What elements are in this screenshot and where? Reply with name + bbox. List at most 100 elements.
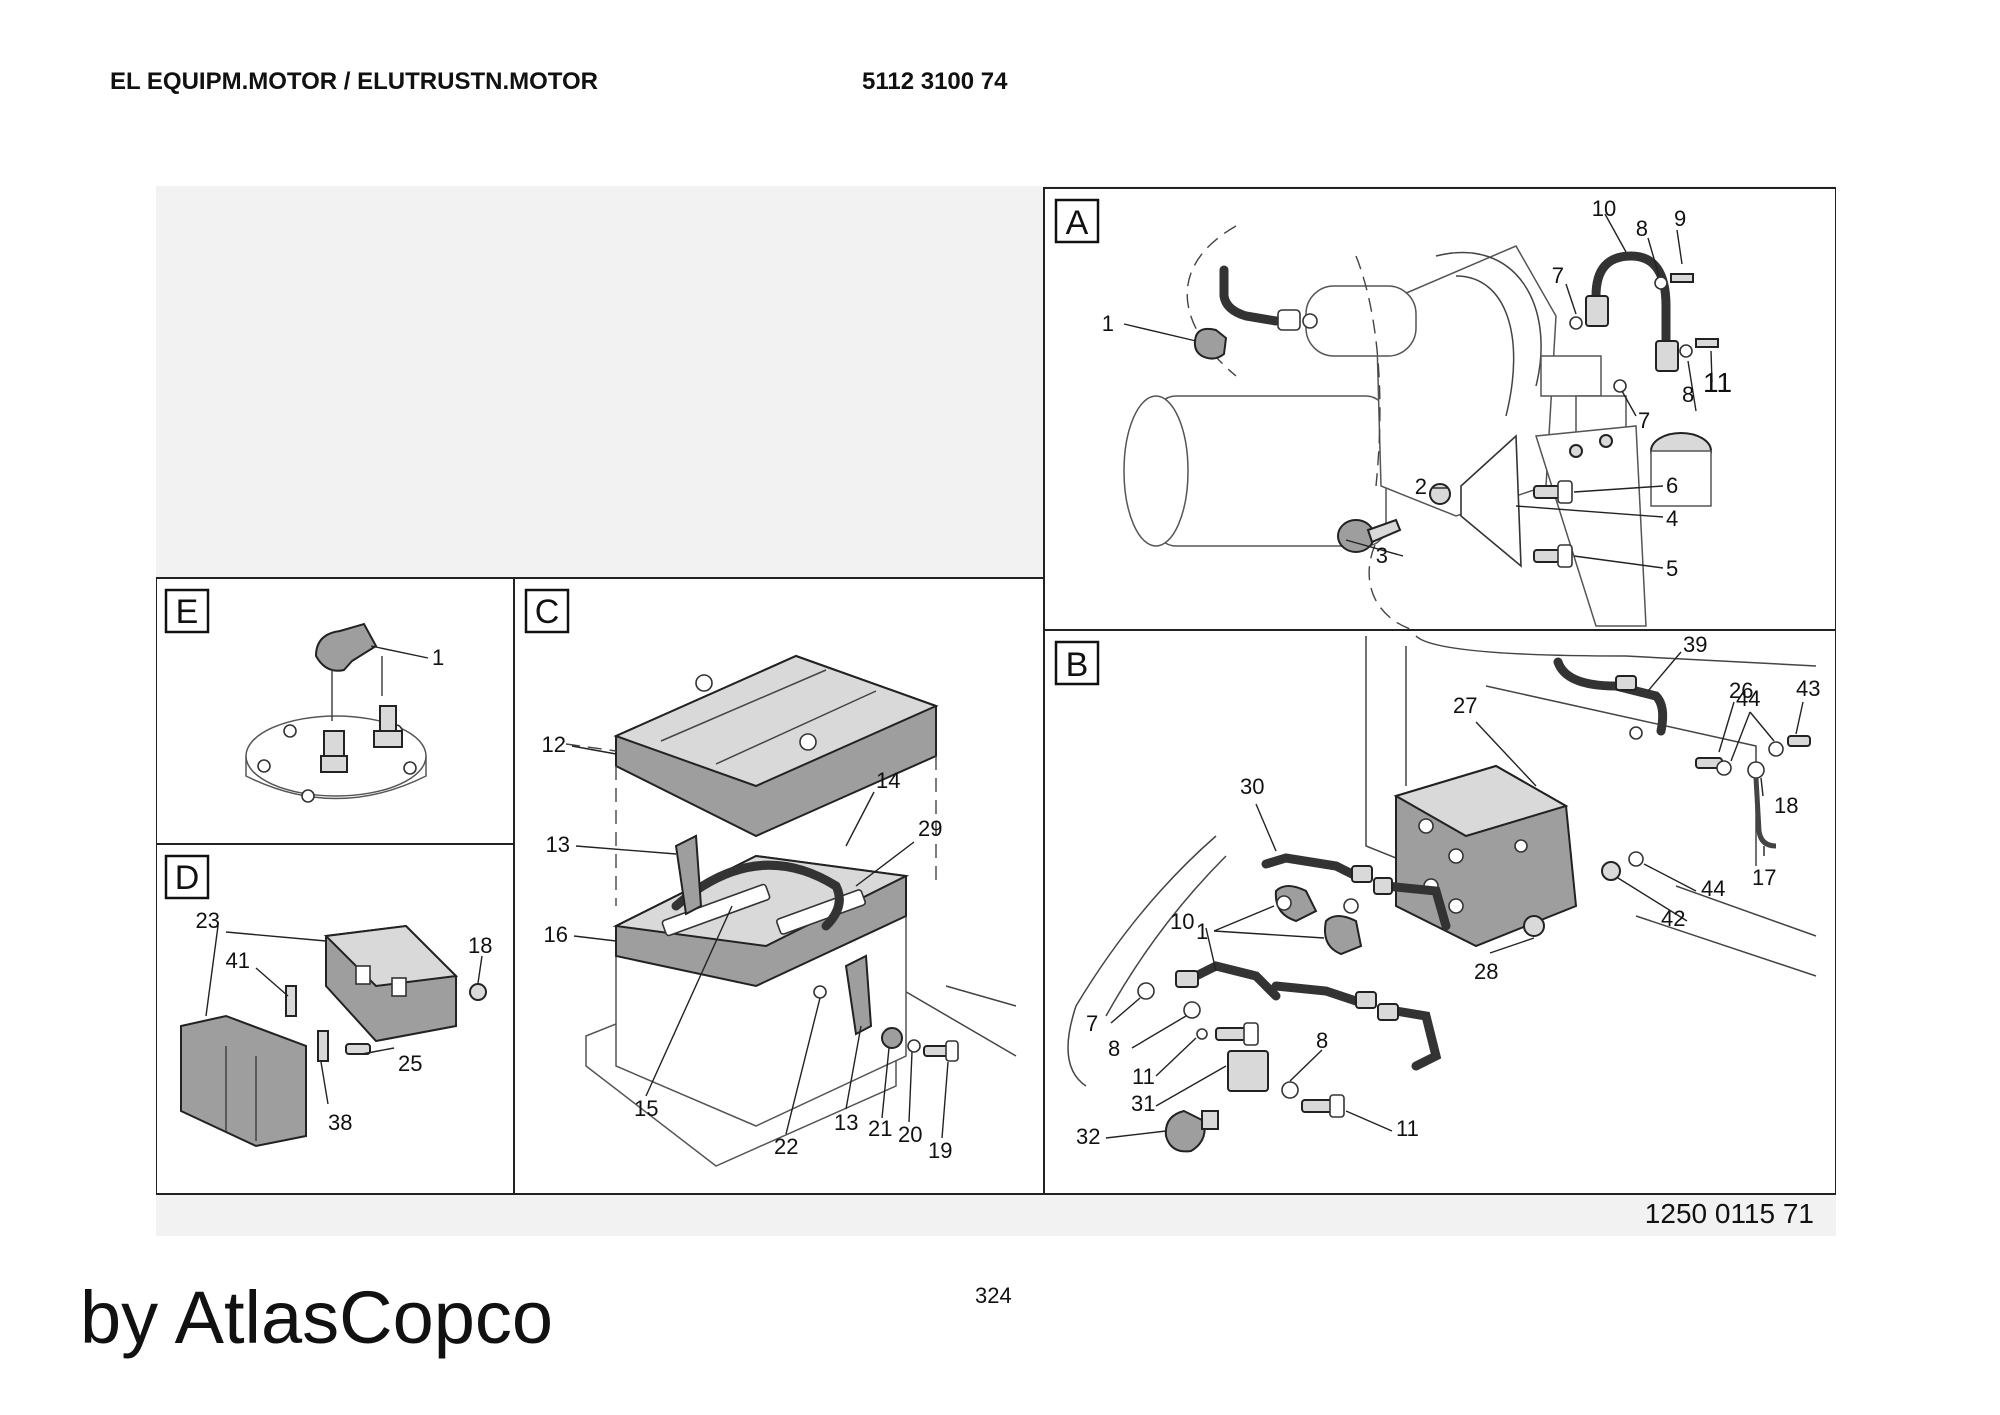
panel-e-label-1: 1: [432, 645, 444, 670]
parts-diagram: A: [156, 187, 1836, 1195]
starter-motor-drawing: [1123, 225, 1712, 632]
panel-a-label-4: 4: [1666, 506, 1678, 531]
brand-text: by AtlasCopco: [80, 1276, 554, 1359]
part-b39-cable: [1553, 657, 1668, 740]
panel-a-label-7b: 7: [1638, 408, 1650, 433]
header-title: EL EQUIPM.MOTOR / ELUTRUSTN.MOTOR: [110, 68, 599, 95]
part-b31-bracket: [1227, 1050, 1269, 1092]
panel-a-label-11: 11: [1703, 367, 1732, 398]
panel-c-label-16: 16: [544, 922, 568, 947]
part-a4-bracket: [1460, 434, 1522, 568]
panel-b-letter: B: [1066, 646, 1089, 684]
panel-d: D 23 18 41 25 38: [156, 843, 515, 1195]
panel-d-label-23: 23: [196, 908, 220, 933]
panel-b-label-1: 1: [1196, 919, 1208, 944]
part-a7-washer-2: [1613, 379, 1627, 393]
panel-a-letter-box: [1054, 198, 1100, 244]
part-c16-battery: [612, 854, 910, 1127]
panel-b-label-8: 8: [1108, 1036, 1120, 1061]
part-b17-cable: [1747, 761, 1777, 849]
part-b1-boot-2: [1324, 915, 1363, 956]
part-b28-nut: [1523, 915, 1545, 937]
part-b-cable-mid: [1271, 981, 1377, 1009]
part-a6-bolt: [1533, 480, 1573, 504]
panel-c-label-20: 20: [898, 1122, 922, 1147]
panel-b-label-7: 7: [1086, 1011, 1098, 1036]
panel-e-letter: E: [176, 593, 199, 631]
part-a8-washer-2: [1679, 344, 1693, 358]
drawing-number: 1250 0115 71: [1644, 1198, 1814, 1229]
panel-c-letter: C: [535, 593, 560, 631]
part-d41-clip: [285, 985, 297, 1017]
panel-b-label-11b: 11: [1396, 1116, 1419, 1141]
panel-d-label-18: 18: [468, 933, 492, 958]
panel-b-label-18: 18: [1774, 793, 1798, 818]
part-d23-cover: [180, 1014, 307, 1148]
part-b-cable-low: [1377, 1003, 1442, 1071]
panel-b-label-26: 26: [1729, 678, 1753, 703]
panel-c-letter-box: [524, 588, 570, 634]
panel-b-label-44b: 44: [1701, 876, 1725, 901]
panel-a-label-10: 10: [1592, 196, 1616, 221]
header-part-number: 5112 3100 74: [862, 68, 1008, 95]
panel-a-label-6: 6: [1666, 473, 1678, 498]
part-a1-terminal-boot: [1193, 265, 1318, 360]
part-b11-bolt: [1215, 1022, 1259, 1046]
panel-b-letter-box: [1054, 640, 1100, 686]
panel-c-label-19: 19: [928, 1138, 952, 1163]
panel-e-letter-box: [164, 588, 210, 634]
page-number: 324: [975, 1283, 1012, 1308]
part-b44-washer-2: [1768, 741, 1784, 757]
panel-c-label-12: 12: [542, 732, 566, 757]
panel-b-label-31: 31: [1131, 1091, 1155, 1116]
panel-b-label-17: 17: [1752, 865, 1776, 890]
part-b11-washer: [1196, 1028, 1208, 1040]
part-c22-washer: [813, 985, 827, 999]
part-c15-cable: [671, 860, 844, 931]
panel-a-label-5: 5: [1666, 556, 1678, 581]
part-a3-clamp: [1337, 518, 1402, 553]
panel-b-label-43: 43: [1796, 676, 1820, 701]
part-d38-clip: [317, 1030, 329, 1062]
part-c13-holddown-2: [844, 954, 873, 1036]
part-c21-nut: [881, 1027, 903, 1049]
part-b44-washer: [1716, 760, 1732, 776]
part-a8-washer: [1654, 276, 1668, 290]
panel-d-letter-box: [164, 854, 210, 900]
panel-b-label-42: 42: [1661, 906, 1685, 931]
part-b8-washer-2: [1281, 1081, 1299, 1099]
panel-b-label-11: 11: [1132, 1064, 1155, 1089]
part-b43-screw: [1787, 735, 1811, 747]
panel-d-label-41: 41: [226, 948, 250, 973]
panel-c-label-21: 21: [868, 1116, 892, 1141]
panel-a-label-1: 1: [1102, 311, 1114, 336]
part-b30-cable: [1261, 853, 1373, 883]
part-a11-screw: [1695, 338, 1719, 348]
panel-b-label-39: 39: [1683, 632, 1707, 657]
panel-b: B: [1043, 629, 1836, 1195]
chassis-outline: [1067, 635, 1817, 1087]
part-b-cable-top: [1373, 877, 1451, 931]
part-b44-washer-3: [1628, 851, 1644, 867]
part-c13-holddown: [674, 834, 703, 916]
panel-d-letter: D: [175, 859, 200, 897]
part-b11-bolt-2: [1301, 1094, 1345, 1118]
panel-a-label-9: 9: [1674, 206, 1686, 231]
part-d25-screw: [345, 1043, 371, 1055]
part-a9-screw: [1670, 273, 1694, 283]
part-a2-nut: [1429, 483, 1451, 505]
panel-e-frame: [156, 577, 515, 845]
panel-a: A: [1043, 187, 1836, 632]
panel-a-label-8b: 8: [1682, 382, 1694, 407]
panel-b-label-10: 10: [1170, 909, 1194, 934]
panel-d-label-38: 38: [328, 1110, 352, 1135]
part-d18-nut: [469, 983, 487, 1001]
panel-a-letter: A: [1066, 204, 1089, 242]
panel-a-label-7: 7: [1552, 263, 1564, 288]
panel-d-label-25: 25: [398, 1051, 422, 1076]
part-b7-washer: [1137, 982, 1155, 1000]
part-b32-knob: [1164, 1109, 1219, 1153]
panel-c-label-14: 14: [876, 768, 900, 793]
part-e-terminal-cap: [245, 622, 427, 803]
part-a5-bolt: [1533, 544, 1573, 568]
